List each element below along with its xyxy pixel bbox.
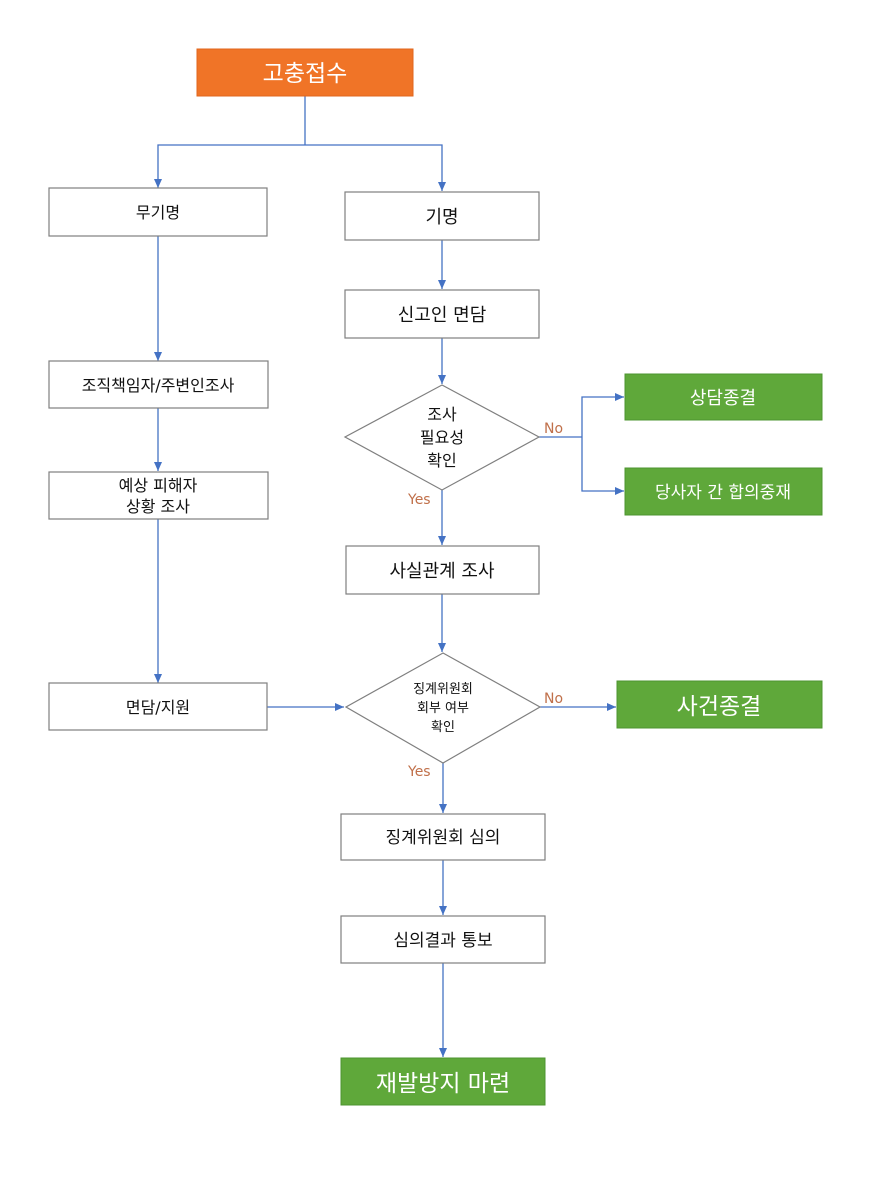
check-need-yes-label: Yes	[407, 492, 431, 508]
committee-check-yes-label: Yes	[407, 764, 431, 780]
result-notice-label: 심의결과 통보	[393, 931, 492, 951]
node-complaint-intake: 고충접수	[196, 48, 414, 97]
mediation-label: 당사자 간 합의중재	[655, 483, 791, 503]
named-label: 기명	[425, 207, 458, 228]
edges	[154, 96, 624, 1057]
check-need-line-1: 조사	[427, 405, 457, 424]
org-investigation-label: 조직책임자/주변인조사	[82, 376, 235, 395]
victim-investigation-line-2: 상황 조사	[126, 497, 190, 516]
committee-check-line-3: 확인	[431, 720, 455, 735]
committee-check-no-label: No	[544, 691, 563, 707]
node-counseling-closure: 상담종결	[624, 373, 823, 421]
complaint-intake-label: 고충접수	[263, 61, 348, 87]
edge-split-anonymous	[154, 144, 305, 188]
node-victim-investigation: 예상 피해자 상황 조사	[48, 471, 269, 520]
reporter-interview-label: 신고인 면담	[398, 305, 487, 326]
node-case-closure: 사건종결	[616, 680, 823, 729]
victim-investigation-line-1: 예상 피해자	[119, 476, 198, 495]
committee-review-label: 징계위원회 심의	[386, 828, 501, 848]
committee-check-line-2: 회부 여부	[417, 701, 469, 716]
decision-committee-check: 징계위원회 회부 여부 확인	[344, 652, 542, 764]
anonymous-label: 무기명	[136, 203, 180, 222]
fact-investigation-label: 사실관계 조사	[389, 561, 495, 582]
node-named: 기명	[344, 191, 540, 241]
node-anonymous: 무기명	[48, 187, 268, 237]
counseling-closure-label: 상담종결	[690, 388, 756, 409]
edge-no-counseling	[581, 393, 624, 437]
node-committee-review: 징계위원회 심의	[340, 813, 546, 861]
node-mediation: 당사자 간 합의중재	[624, 467, 823, 516]
case-closure-label: 사건종결	[677, 694, 762, 720]
node-fact-investigation: 사실관계 조사	[345, 545, 540, 595]
check-need-no-label: No	[544, 421, 563, 437]
decision-check-need: 조사 필요성 확인	[343, 384, 541, 491]
edge-no-mediation	[581, 437, 624, 495]
node-prevention: 재발방지 마련	[340, 1057, 546, 1106]
interview-support-label: 면담/지원	[126, 698, 190, 717]
check-need-line-3: 확인	[427, 451, 456, 470]
committee-check-line-1: 징계위원회	[413, 682, 473, 697]
edge-split-named	[305, 144, 446, 191]
check-need-line-2: 필요성	[420, 428, 464, 447]
node-org-investigation: 조직책임자/주변인조사	[48, 360, 269, 409]
node-result-notice: 심의결과 통보	[340, 915, 546, 964]
prevention-label: 재발방지 마련	[376, 1071, 510, 1097]
node-reporter-interview: 신고인 면담	[344, 289, 540, 339]
node-interview-support: 면담/지원	[48, 682, 268, 731]
